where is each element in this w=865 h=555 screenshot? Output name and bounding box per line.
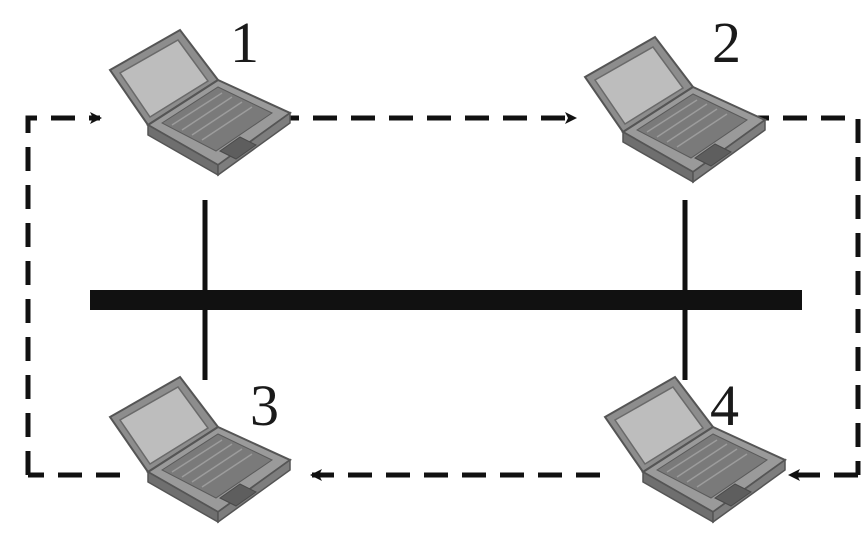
laptop-4-icon: [604, 376, 786, 523]
node-label-4: 4: [710, 373, 739, 438]
ring-connections: [25, 112, 861, 481]
node-label-1: 1: [230, 10, 259, 75]
node-label-2: 2: [712, 10, 741, 75]
node-label-3: 3: [250, 373, 279, 438]
bus-drops: [202, 200, 688, 380]
ring-segment-2-to-right: [745, 115, 861, 475]
ring-segment-left-to-1: [25, 112, 102, 475]
laptop-1-icon: [109, 29, 291, 176]
bus-line: [90, 290, 802, 310]
